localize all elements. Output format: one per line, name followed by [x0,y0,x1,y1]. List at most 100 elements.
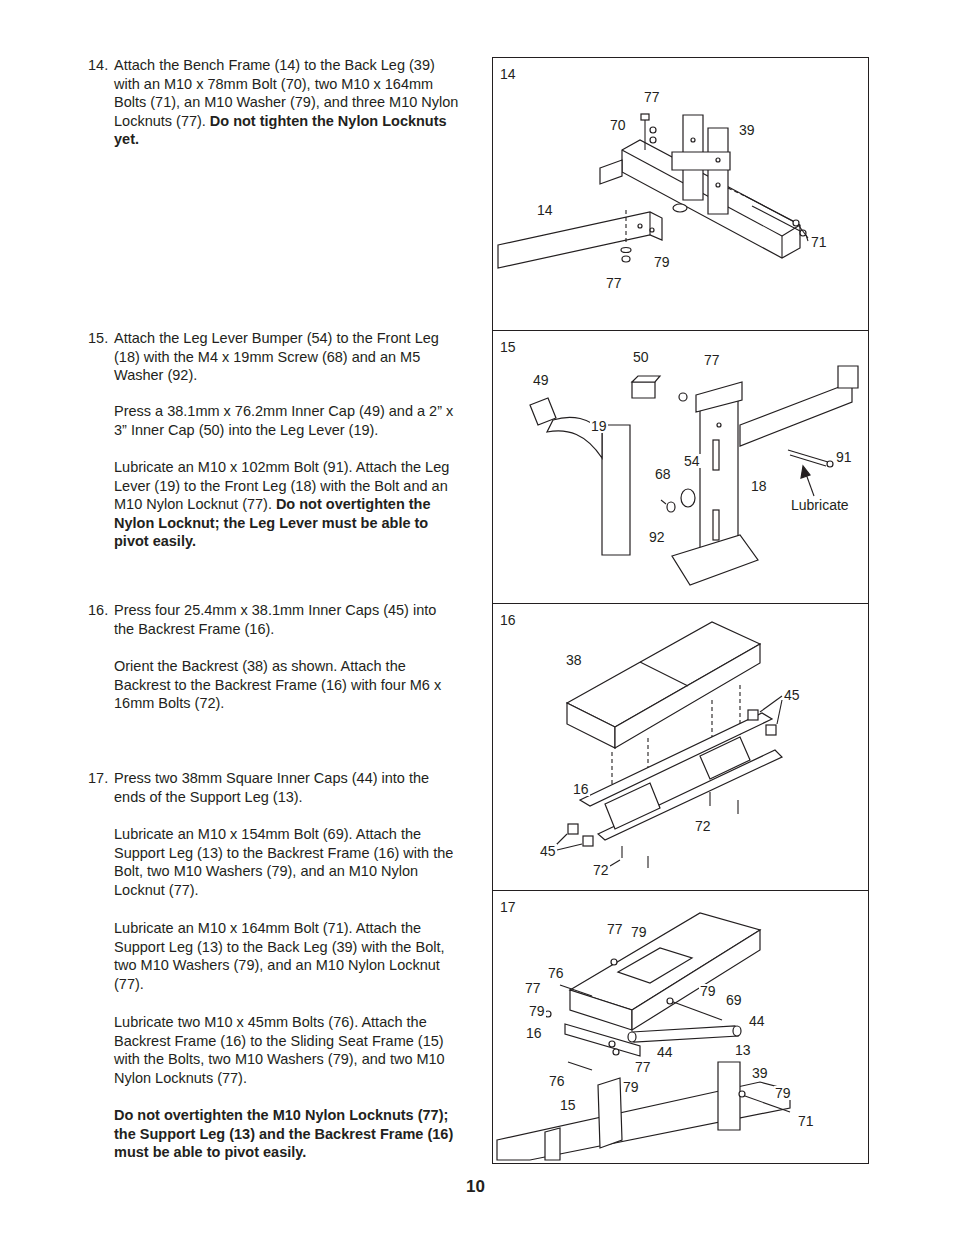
back-leg-base [600,160,622,184]
instruction-paragraph: Lubricate an M10 x 164mm Bolt (71). Atta… [114,919,460,993]
bolt-hardware [545,959,790,1112]
back-leg-uprights [716,183,720,187]
bolt-hardware [568,1062,592,1070]
callout-number: Lubricate [790,498,850,512]
step-number: 14. [88,56,108,75]
backrest-frame [700,737,750,779]
callout-number: 70 [609,118,627,132]
bolt-hardware [560,985,592,996]
back-leg-uprights [672,115,730,214]
callout-number: 44 [748,1014,766,1028]
bolt-hardware [827,461,833,467]
front-leg [740,382,852,446]
backrest-frame [583,836,593,846]
callout-number: 68 [654,467,672,481]
panel-number: 15 [500,340,516,354]
front-leg [713,440,719,470]
panel-number: 16 [500,613,516,627]
callout-number: 79 [622,1080,640,1094]
instruction-paragraph: Do not overtighten the M10 Nylon Locknut… [114,1106,460,1162]
base-frame [628,1032,636,1042]
bolt-hardware [739,1091,745,1097]
callout-number: 54 [683,454,701,468]
front-leg [838,366,858,388]
callout-number: 77 [703,353,721,367]
leg-lever [530,376,687,555]
leg-lever [679,393,687,401]
bench-frame [498,212,662,268]
instruction-paragraph: Attach the Leg Lever Bumper (54) to the … [114,329,460,385]
bolt-hardware [625,210,626,245]
callout-number: 16 [572,782,590,796]
instruction-text: Press four 25.4mm x 38.1mm Inner Caps (4… [114,602,436,637]
callout-number: 76 [548,1074,566,1088]
step-number: 16. [88,601,108,620]
callout-number: 79 [630,925,648,939]
bench-frame [498,212,662,268]
bolt-hardware [661,500,666,504]
callout-number: 13 [734,1043,752,1057]
instruction-text: Lubricate an M10 x 164mm Bolt (71). Atta… [114,920,444,992]
bolt-hardware [752,206,802,232]
front-leg [700,398,738,560]
front-leg [696,382,742,412]
callout-number: 76 [547,966,565,980]
base-frame [497,1024,790,1160]
back-leg-uprights [672,152,730,170]
back-leg-base [781,236,782,258]
bolt-hardware [611,959,617,965]
callout-number: 38 [565,653,583,667]
bolt-hardware [793,220,799,226]
back-leg-uprights [716,158,720,162]
instruction-paragraph: Lubricate an M10 x 102mm Bolt (91). Atta… [114,458,460,551]
instruction-text: Press two 38mm Square Inner Caps (44) in… [114,770,429,805]
bolt-hardware [621,248,631,253]
base-frame [632,1026,738,1042]
bolt-hardware [806,235,808,241]
assembly-panel: 14 [492,57,869,331]
back-leg-uprights [708,128,728,214]
bolt-hardware [609,1041,615,1047]
callout-number: 49 [532,373,550,387]
callout-number: 77 [605,276,623,290]
instruction-paragraph: Press a 38.1mm x 76.2mm Inner Cap (49) a… [114,402,460,439]
callout-number: 77 [634,1060,652,1074]
callout-number: 79 [774,1086,792,1100]
callout-number: 71 [797,1114,815,1128]
callout-number: 69 [725,993,743,1007]
callout-number: 79 [699,984,717,998]
backrest-frame [568,824,578,834]
callout-number: 77 [643,90,661,104]
bolt-hardware [641,114,649,120]
bolt-hardware [667,502,675,512]
callout-number: 16 [525,1026,543,1040]
instruction-text: Attach the Leg Lever Bumper (54) to the … [114,330,439,383]
backrest-frame [709,792,710,806]
backrest-frame [557,844,582,850]
callout-number: 71 [810,235,828,249]
callout-number: 18 [750,479,768,493]
bolt-hardware [790,455,826,466]
assembly-panel: 15 [492,330,869,604]
bolt-hardware [728,188,745,196]
callout-number: 39 [751,1066,769,1080]
callout-number: 39 [738,123,756,137]
instruction-text: Orient the Backrest (38) as shown. Attac… [114,658,441,711]
seat-cushion [570,990,632,1030]
callout-number: 14 [536,203,554,217]
base-frame [497,1082,790,1160]
backrest-frame [621,846,622,858]
leg-lever [530,398,556,425]
base-frame [733,1026,741,1036]
callout-number: 79 [528,1004,546,1018]
base-frame [565,1024,640,1056]
seat-cushion [618,948,692,983]
callout-number: 72 [592,863,610,877]
front-leg [713,510,719,540]
backrest-frame [610,860,620,866]
backrest-frame [605,783,660,829]
callout-number: 72 [694,819,712,833]
callout-number: 44 [656,1045,674,1059]
bolt-hardware [545,1011,551,1017]
